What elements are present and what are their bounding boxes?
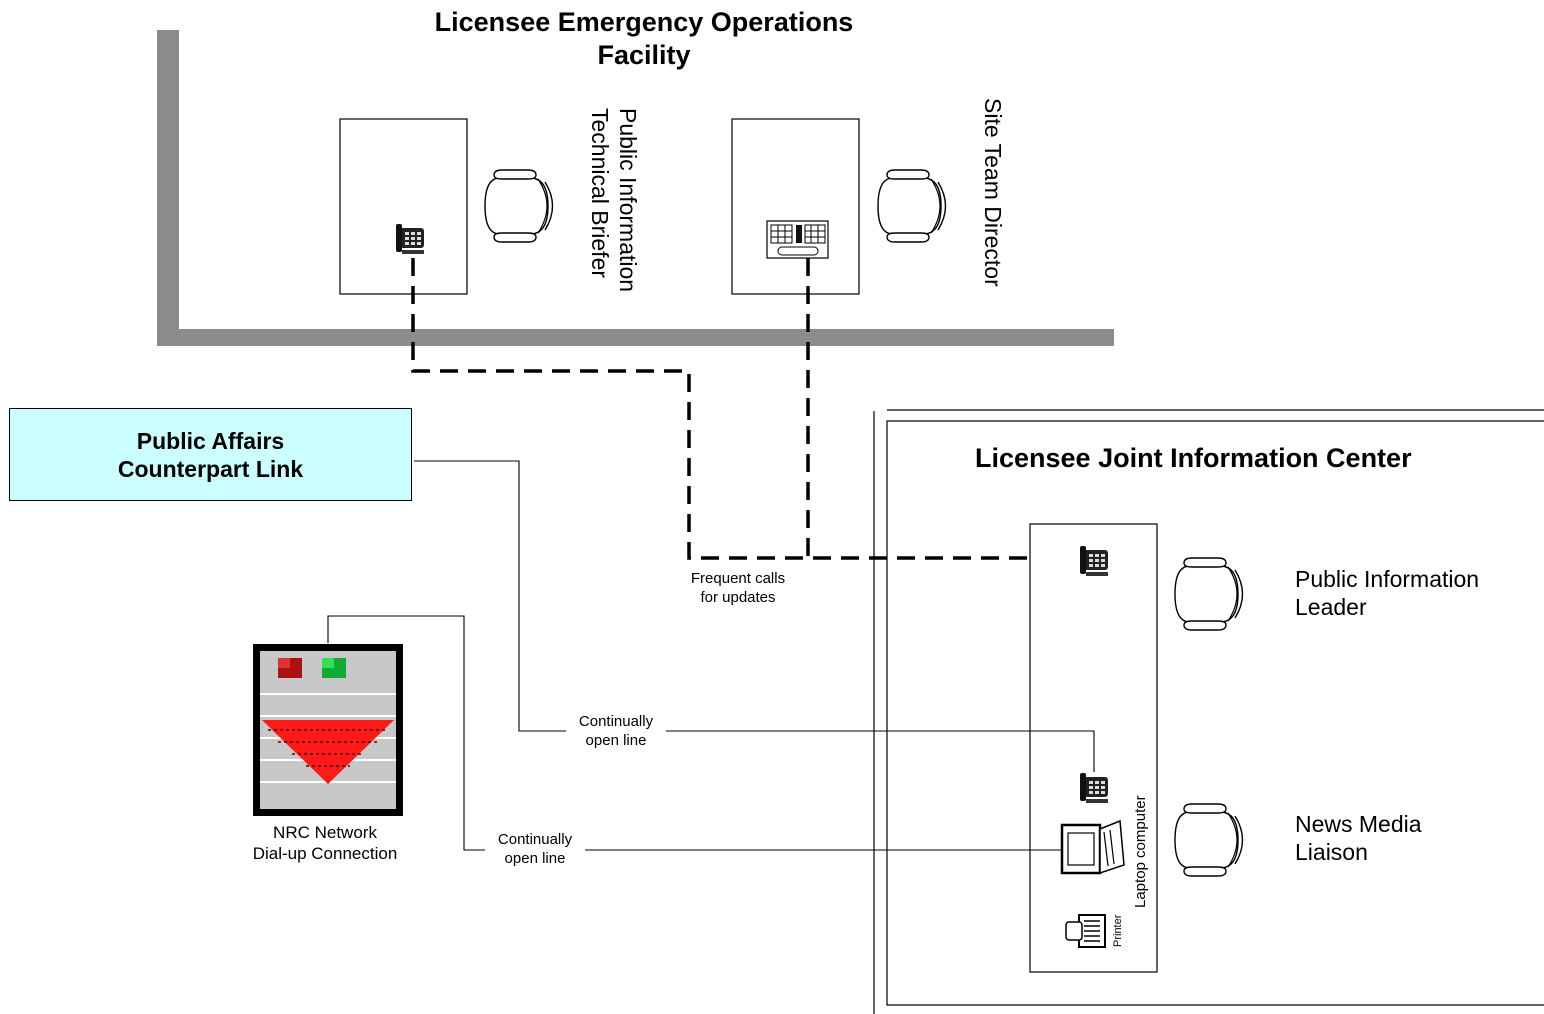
leader-label-line2: Leader [1295, 593, 1479, 621]
eof-title: Licensee Emergency Operations Facility [344, 6, 944, 72]
counterpart-open-line [414, 461, 1094, 772]
director-desk [732, 119, 859, 294]
liaison-label: News Media Liaison [1295, 810, 1422, 866]
director-chair-icon [878, 170, 946, 242]
open-line-label-2: Continually open line [469, 830, 601, 868]
laptop-label: Laptop computer [1132, 795, 1150, 908]
open-line-label-2-line2: open line [469, 849, 601, 868]
keypad-phone-icon [767, 221, 828, 258]
server-open-line [328, 616, 1062, 850]
server-label-line2: Dial-up Connection [225, 843, 425, 864]
liaison-label-line2: Liaison [1295, 838, 1422, 866]
briefer-desk [340, 119, 467, 294]
director-label: Site Team Director [979, 98, 1007, 287]
counterpart-link-line1: Public Affairs [118, 427, 303, 455]
jic-title: Licensee Joint Information Center [975, 442, 1412, 475]
briefer-chair-icon [485, 170, 553, 242]
briefer-call-line [413, 258, 1075, 558]
server-rack-icon [253, 644, 403, 816]
open-line-label-1-line2: open line [550, 731, 682, 750]
open-line-label-1: Continually open line [550, 712, 682, 750]
open-line-label-2-line1: Continually [469, 830, 601, 849]
frequent-calls-line2: for updates [663, 588, 813, 607]
laptop-icon [1062, 821, 1124, 873]
eof-wall-left [157, 30, 179, 346]
leader-label-line1: Public Information [1295, 565, 1479, 593]
printer-label: Printer [1112, 915, 1125, 947]
liaison-label-line1: News Media [1295, 810, 1422, 838]
frequent-calls-line1: Frequent calls [663, 569, 813, 588]
frequent-calls-label: Frequent calls for updates [663, 569, 813, 607]
eof-wall-bottom [157, 329, 1114, 346]
briefer-label-line1: Public Information [614, 108, 642, 292]
open-line-label-1-line1: Continually [550, 712, 682, 731]
counterpart-link-line2: Counterpart Link [118, 455, 303, 483]
briefer-label: Public Information Technical Briefer [586, 108, 642, 292]
server-label: NRC Network Dial-up Connection [225, 822, 425, 864]
server-label-line1: NRC Network [225, 822, 425, 843]
eof-title-line2: Facility [344, 39, 944, 72]
leader-chair-icon [1175, 558, 1243, 630]
leader-label: Public Information Leader [1295, 565, 1479, 621]
counterpart-link-box: Public Affairs Counterpart Link [9, 408, 412, 501]
liaison-chair-icon [1175, 804, 1243, 876]
jic-inner-box [887, 421, 1544, 1005]
briefer-label-line2: Technical Briefer [586, 108, 614, 292]
eof-title-line1: Licensee Emergency Operations [344, 6, 944, 39]
